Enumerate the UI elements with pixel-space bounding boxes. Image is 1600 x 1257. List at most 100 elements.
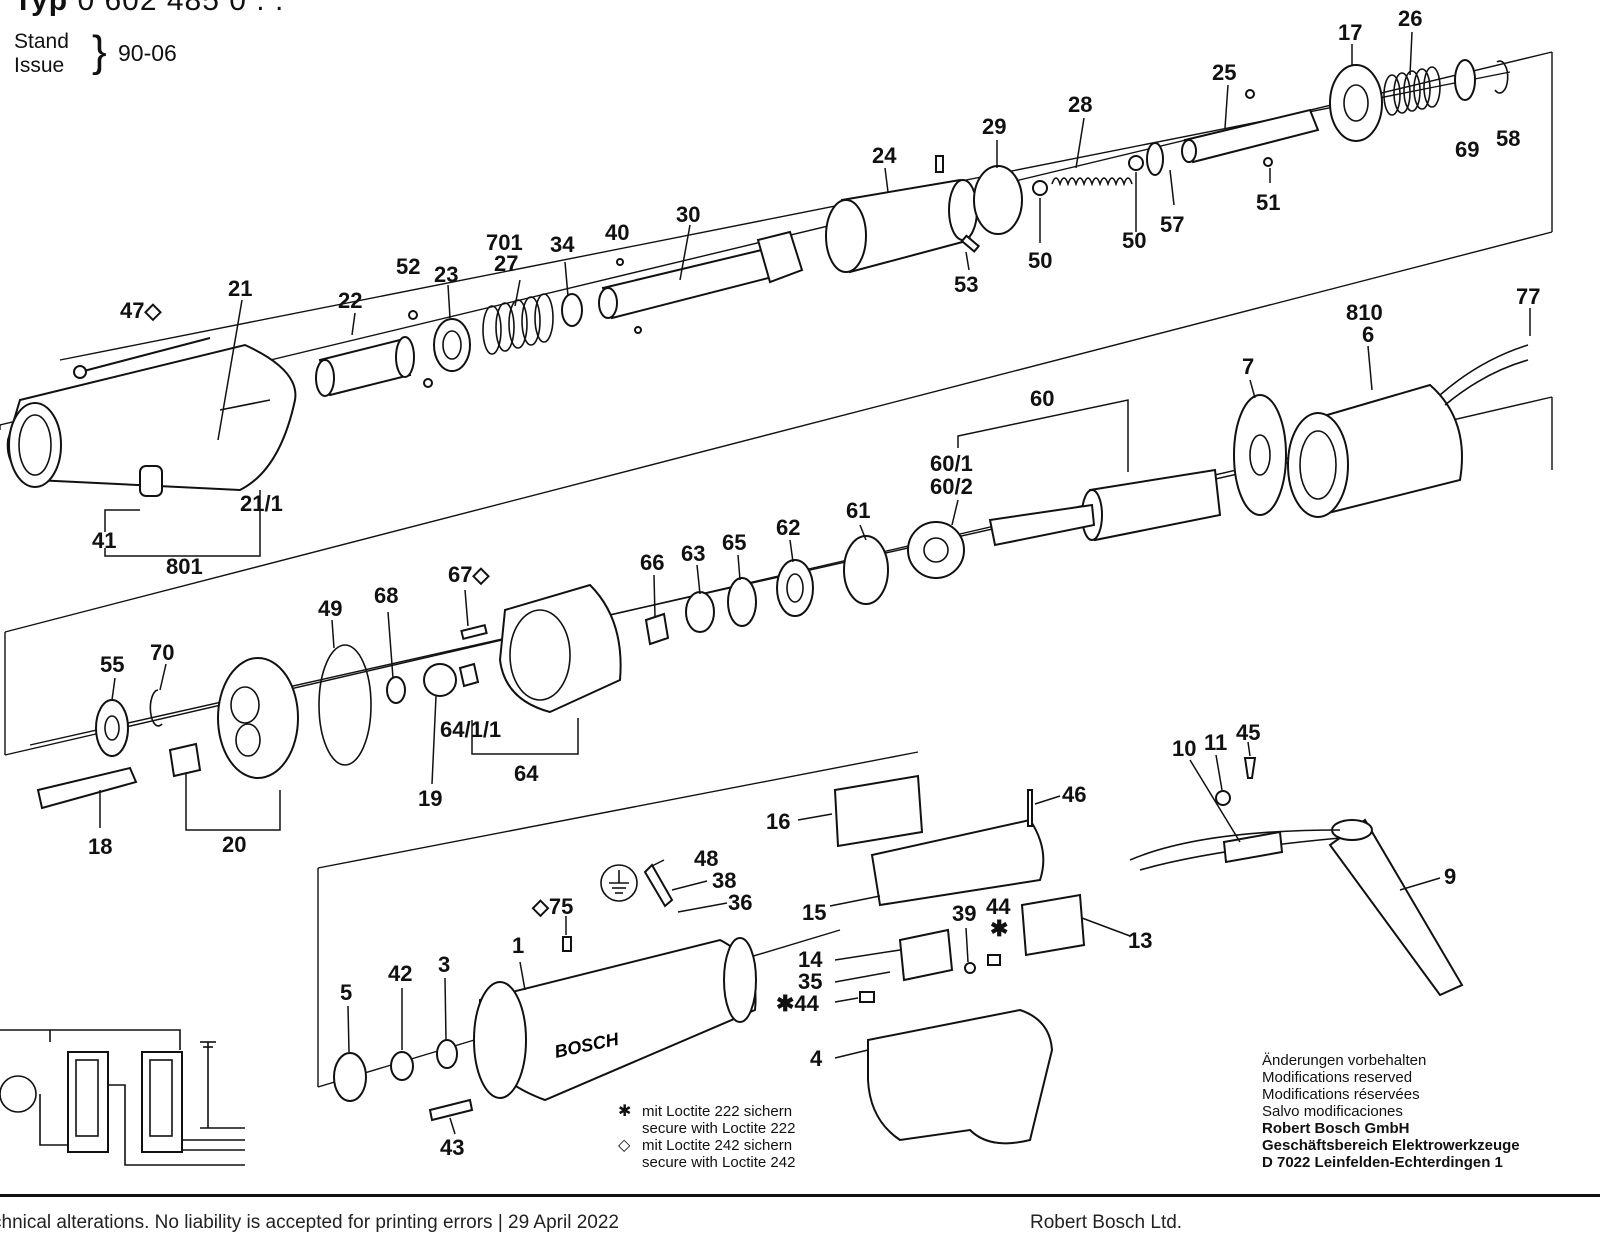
bearing-62	[776, 559, 814, 617]
label-13: 13	[1128, 928, 1152, 953]
lower-frame-top	[317, 751, 919, 869]
label-18: 18	[88, 834, 112, 859]
label-67: 67◇	[448, 562, 490, 587]
modifications-block: Änderungen vorbehalten Modifications res…	[1262, 1052, 1520, 1171]
part-number-labels: 47◇ 21 22 52 23 701 27 34 40 30 24 29 28…	[88, 6, 1540, 1160]
spindle-25	[1181, 108, 1320, 164]
type-label: Typ	[14, 0, 69, 17]
header: Typ 0 602 485 0 . . Stand Issue } 90-06	[0, 0, 300, 90]
screw-43	[428, 1098, 474, 1122]
type-line: Typ 0 602 485 0 . .	[14, 0, 284, 18]
ball-40	[616, 258, 624, 266]
label-25: 25	[1212, 60, 1236, 85]
label-20: 20	[222, 832, 246, 857]
label-77: 77	[1516, 284, 1540, 309]
note-star: ✱ mit Loctite 222 sichern secure with Lo…	[618, 1103, 795, 1137]
shaft-30	[598, 230, 804, 320]
bearing-plate-61	[843, 535, 889, 605]
label-60: 60	[1030, 386, 1054, 411]
diamond-icon: ◇	[618, 1137, 631, 1154]
label-36: 36	[728, 890, 752, 915]
bushing-22	[315, 336, 415, 397]
star-icon: ✱	[990, 916, 1008, 941]
nameplate-16	[833, 774, 924, 848]
cable-10	[1129, 829, 1341, 861]
label-50-upper: 50	[1122, 228, 1146, 253]
label-24: 24	[872, 143, 897, 168]
screw-46	[1027, 789, 1033, 827]
footer-rule	[0, 1194, 1600, 1197]
label-35: 35	[798, 969, 822, 994]
washer-69	[1454, 59, 1476, 101]
gear-19	[423, 663, 457, 697]
ring-29	[973, 165, 1023, 235]
label-53: 53	[954, 272, 978, 297]
bushing-3	[436, 1039, 458, 1069]
part-6411	[458, 662, 480, 688]
note-diamond-de: mit Loctite 242 sichern	[642, 1137, 793, 1154]
label-70: 70	[150, 640, 174, 665]
ring-65	[727, 577, 757, 627]
label-46: 46	[1062, 782, 1086, 807]
label-34: 34	[550, 232, 575, 257]
stand-label: Stand	[14, 30, 69, 53]
modifications-de: Änderungen vorbehalten	[1262, 1052, 1427, 1069]
footer-company: Robert Bosch Ltd.	[1030, 1212, 1183, 1233]
label-68: 68	[374, 583, 398, 608]
label-42: 42	[388, 961, 412, 986]
label-21: 21	[228, 276, 252, 301]
note-star-de: mit Loctite 222 sichern	[642, 1103, 793, 1120]
modifications-en: Modifications reserved	[1262, 1069, 1413, 1086]
note-star-en: secure with Loctite 222	[642, 1120, 796, 1137]
label-14: 14	[798, 947, 823, 972]
stand-issue-labels: Stand Issue	[14, 30, 69, 78]
leader-lines	[99, 31, 1531, 1135]
label-48: 48	[694, 846, 718, 871]
label-43: 43	[440, 1135, 464, 1160]
ball-50	[1032, 180, 1048, 196]
label-66: 66	[640, 550, 664, 575]
label-19: 19	[418, 786, 442, 811]
ring-63	[685, 591, 715, 633]
label-41: 41	[92, 528, 116, 553]
cable-guard-9	[1328, 818, 1464, 997]
gear-housing-part	[6, 343, 297, 497]
switch-14	[898, 928, 954, 982]
label-7: 7	[1242, 354, 1254, 379]
screw-67	[460, 624, 488, 640]
label-60-1: 60/1	[930, 451, 973, 476]
label-57: 57	[1160, 212, 1184, 237]
motor-housing-1: BOSCH	[473, 937, 757, 1102]
note-diamond: ◇ mit Loctite 242 sichern secure with Lo…	[618, 1137, 795, 1171]
label-75: ◇75	[531, 894, 573, 919]
spring-28	[1051, 177, 1133, 187]
brace-symbol: }	[92, 27, 107, 76]
label-47: 47◇	[120, 298, 162, 323]
cable-lug-11	[1215, 790, 1231, 806]
section-frames	[0, 51, 1553, 1088]
label-16: 16	[766, 809, 790, 834]
company-address: D 7022 Leinfelden-Echterdingen 1	[1262, 1154, 1503, 1171]
label-29: 29	[982, 114, 1006, 139]
label-11: 11	[1204, 730, 1227, 755]
label-49: 49	[318, 596, 342, 621]
circlip-70	[149, 689, 163, 727]
label-6: 6	[1362, 322, 1374, 347]
label-801: 801	[166, 554, 203, 579]
switch-13	[1020, 893, 1086, 957]
label-64: 64	[514, 761, 539, 786]
label-22: 22	[338, 288, 362, 313]
issue-label: Issue	[14, 54, 65, 77]
label-28: 28	[1068, 92, 1092, 117]
fan-housing-64	[498, 583, 622, 714]
spring-26	[1383, 66, 1441, 116]
label-17: 17	[1338, 20, 1362, 45]
screw-48	[643, 863, 674, 908]
company-name: Robert Bosch GmbH	[1262, 1120, 1410, 1137]
ring-34	[561, 293, 583, 327]
label-44-upper: 44	[986, 894, 1011, 919]
label-58: 58	[1496, 126, 1520, 151]
label-4: 4	[810, 1046, 823, 1071]
label-44-lower: ✱44	[776, 991, 820, 1016]
